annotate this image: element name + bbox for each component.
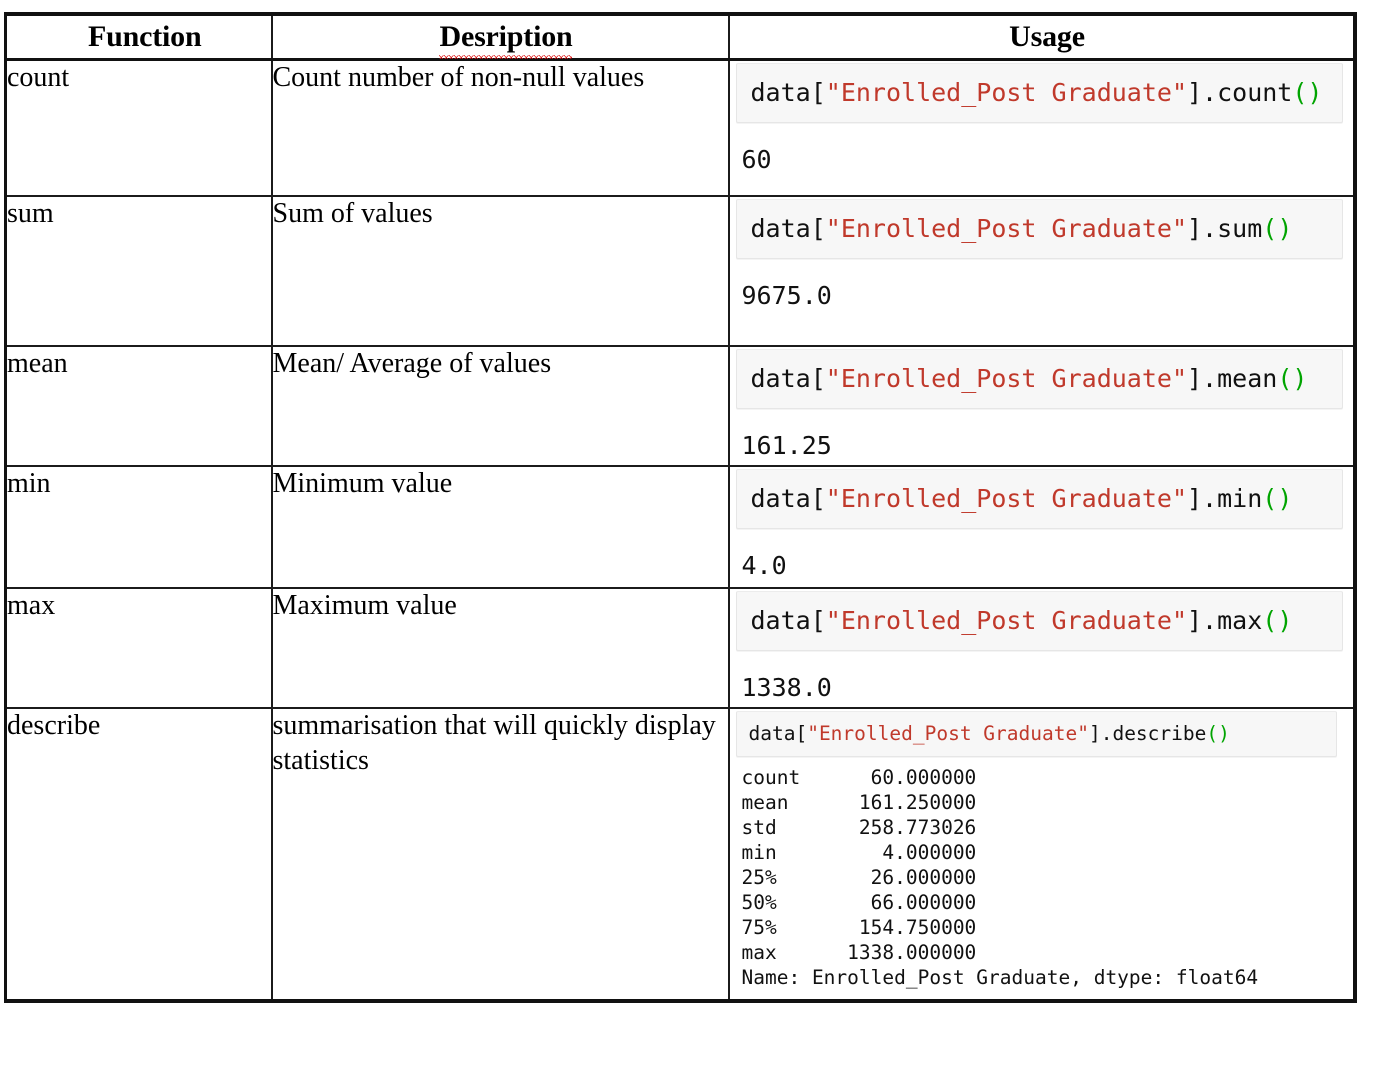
function-usage-cell: data["Enrolled_Post Graduate"].count() 6… xyxy=(728,59,1355,197)
code-token-prefix: data[ xyxy=(750,214,826,243)
column-header-usage: Usage xyxy=(728,14,1355,61)
table-row: max Maximum value data["Enrolled_Post Gr… xyxy=(5,588,1355,709)
code-token-parens: () xyxy=(1262,214,1293,243)
code-token-string: "Enrolled_Post Graduate" xyxy=(807,722,1089,745)
code-token-parens: () xyxy=(1262,606,1293,635)
code-output: count 60.000000 mean 161.250000 std 258.… xyxy=(741,766,1259,989)
code-token-prefix: data[ xyxy=(750,78,826,107)
code-output: 60 xyxy=(741,145,772,174)
function-name-cell: max xyxy=(5,588,273,709)
function-description-cell: Count number of non-null values xyxy=(271,59,730,197)
code-token-string: "Enrolled_Post Graduate" xyxy=(825,78,1187,107)
code-token-method: ].count xyxy=(1187,78,1293,107)
column-header-description: Desription xyxy=(271,14,730,61)
code-token-method: ].mean xyxy=(1187,364,1278,393)
table-row: count Count number of non-null values da… xyxy=(5,59,1355,197)
table-header: Function Desription Usage xyxy=(5,14,1355,61)
function-usage-cell: data["Enrolled_Post Graduate"].describe(… xyxy=(728,708,1355,1001)
function-usage-cell: data["Enrolled_Post Graduate"].min() 4.0 xyxy=(728,466,1355,589)
function-usage-cell: data["Enrolled_Post Graduate"].mean() 16… xyxy=(728,346,1355,467)
code-snippet: data["Enrolled_Post Graduate"].sum() xyxy=(735,199,1343,259)
column-header-function: Function xyxy=(5,14,273,61)
code-token-parens: () xyxy=(1206,722,1230,745)
table-body: count Count number of non-null values da… xyxy=(5,59,1355,1001)
code-token-string: "Enrolled_Post Graduate" xyxy=(825,606,1187,635)
code-snippet: data["Enrolled_Post Graduate"].count() xyxy=(735,63,1343,123)
function-description-cell: summarisation that will quickly display … xyxy=(271,708,730,1001)
code-token-prefix: data[ xyxy=(750,364,826,393)
code-token-string: "Enrolled_Post Graduate" xyxy=(825,364,1187,393)
code-snippet: data["Enrolled_Post Graduate"].mean() xyxy=(735,349,1343,409)
function-name-cell: sum xyxy=(5,196,273,347)
code-token-prefix: data[ xyxy=(750,484,826,513)
code-snippet: data["Enrolled_Post Graduate"].describe(… xyxy=(735,711,1337,757)
table-row: describe summarisation that will quickly… xyxy=(5,708,1355,1001)
table-row: mean Mean/ Average of values data["Enrol… xyxy=(5,346,1355,467)
function-description-cell: Mean/ Average of values xyxy=(271,346,730,467)
column-header-usage-label: Usage xyxy=(1009,20,1085,53)
pandas-aggregation-functions-table: Function Desription Usage count Count nu… xyxy=(4,12,1357,1003)
code-output: 4.0 xyxy=(741,551,787,580)
column-header-description-label: Desription xyxy=(427,16,573,59)
function-usage-cell: data["Enrolled_Post Graduate"].sum() 967… xyxy=(728,196,1355,347)
code-token-method: ].describe xyxy=(1088,722,1207,745)
code-snippet: data["Enrolled_Post Graduate"].max() xyxy=(735,591,1343,651)
function-description-cell: Sum of values xyxy=(271,196,730,347)
table-row: min Minimum value data["Enrolled_Post Gr… xyxy=(5,466,1355,589)
code-snippet: data["Enrolled_Post Graduate"].min() xyxy=(735,469,1343,529)
function-description-cell: Minimum value xyxy=(271,466,730,589)
code-token-parens: () xyxy=(1277,364,1308,393)
code-token-string: "Enrolled_Post Graduate" xyxy=(825,484,1187,513)
function-usage-cell: data["Enrolled_Post Graduate"].max() 133… xyxy=(728,588,1355,709)
table-header-row: Function Desription Usage xyxy=(5,14,1355,61)
code-token-prefix: data[ xyxy=(750,606,826,635)
column-header-function-label: Function xyxy=(88,20,202,53)
function-name-cell: min xyxy=(5,466,273,589)
code-token-prefix: data[ xyxy=(748,722,808,745)
code-token-parens: () xyxy=(1262,484,1293,513)
code-token-method: ].sum xyxy=(1187,214,1263,243)
code-token-parens: () xyxy=(1292,78,1323,107)
code-output: 9675.0 xyxy=(741,281,832,310)
code-token-string: "Enrolled_Post Graduate" xyxy=(825,214,1187,243)
table-row: sum Sum of values data["Enrolled_Post Gr… xyxy=(5,196,1355,347)
code-output: 1338.0 xyxy=(741,673,832,702)
code-token-method: ].max xyxy=(1187,606,1263,635)
function-description-cell: Maximum value xyxy=(271,588,730,709)
function-name-cell: describe xyxy=(5,708,273,1001)
code-output: 161.25 xyxy=(741,431,832,460)
code-token-method: ].min xyxy=(1187,484,1263,513)
function-name-cell: mean xyxy=(5,346,273,467)
function-name-cell: count xyxy=(5,59,273,197)
